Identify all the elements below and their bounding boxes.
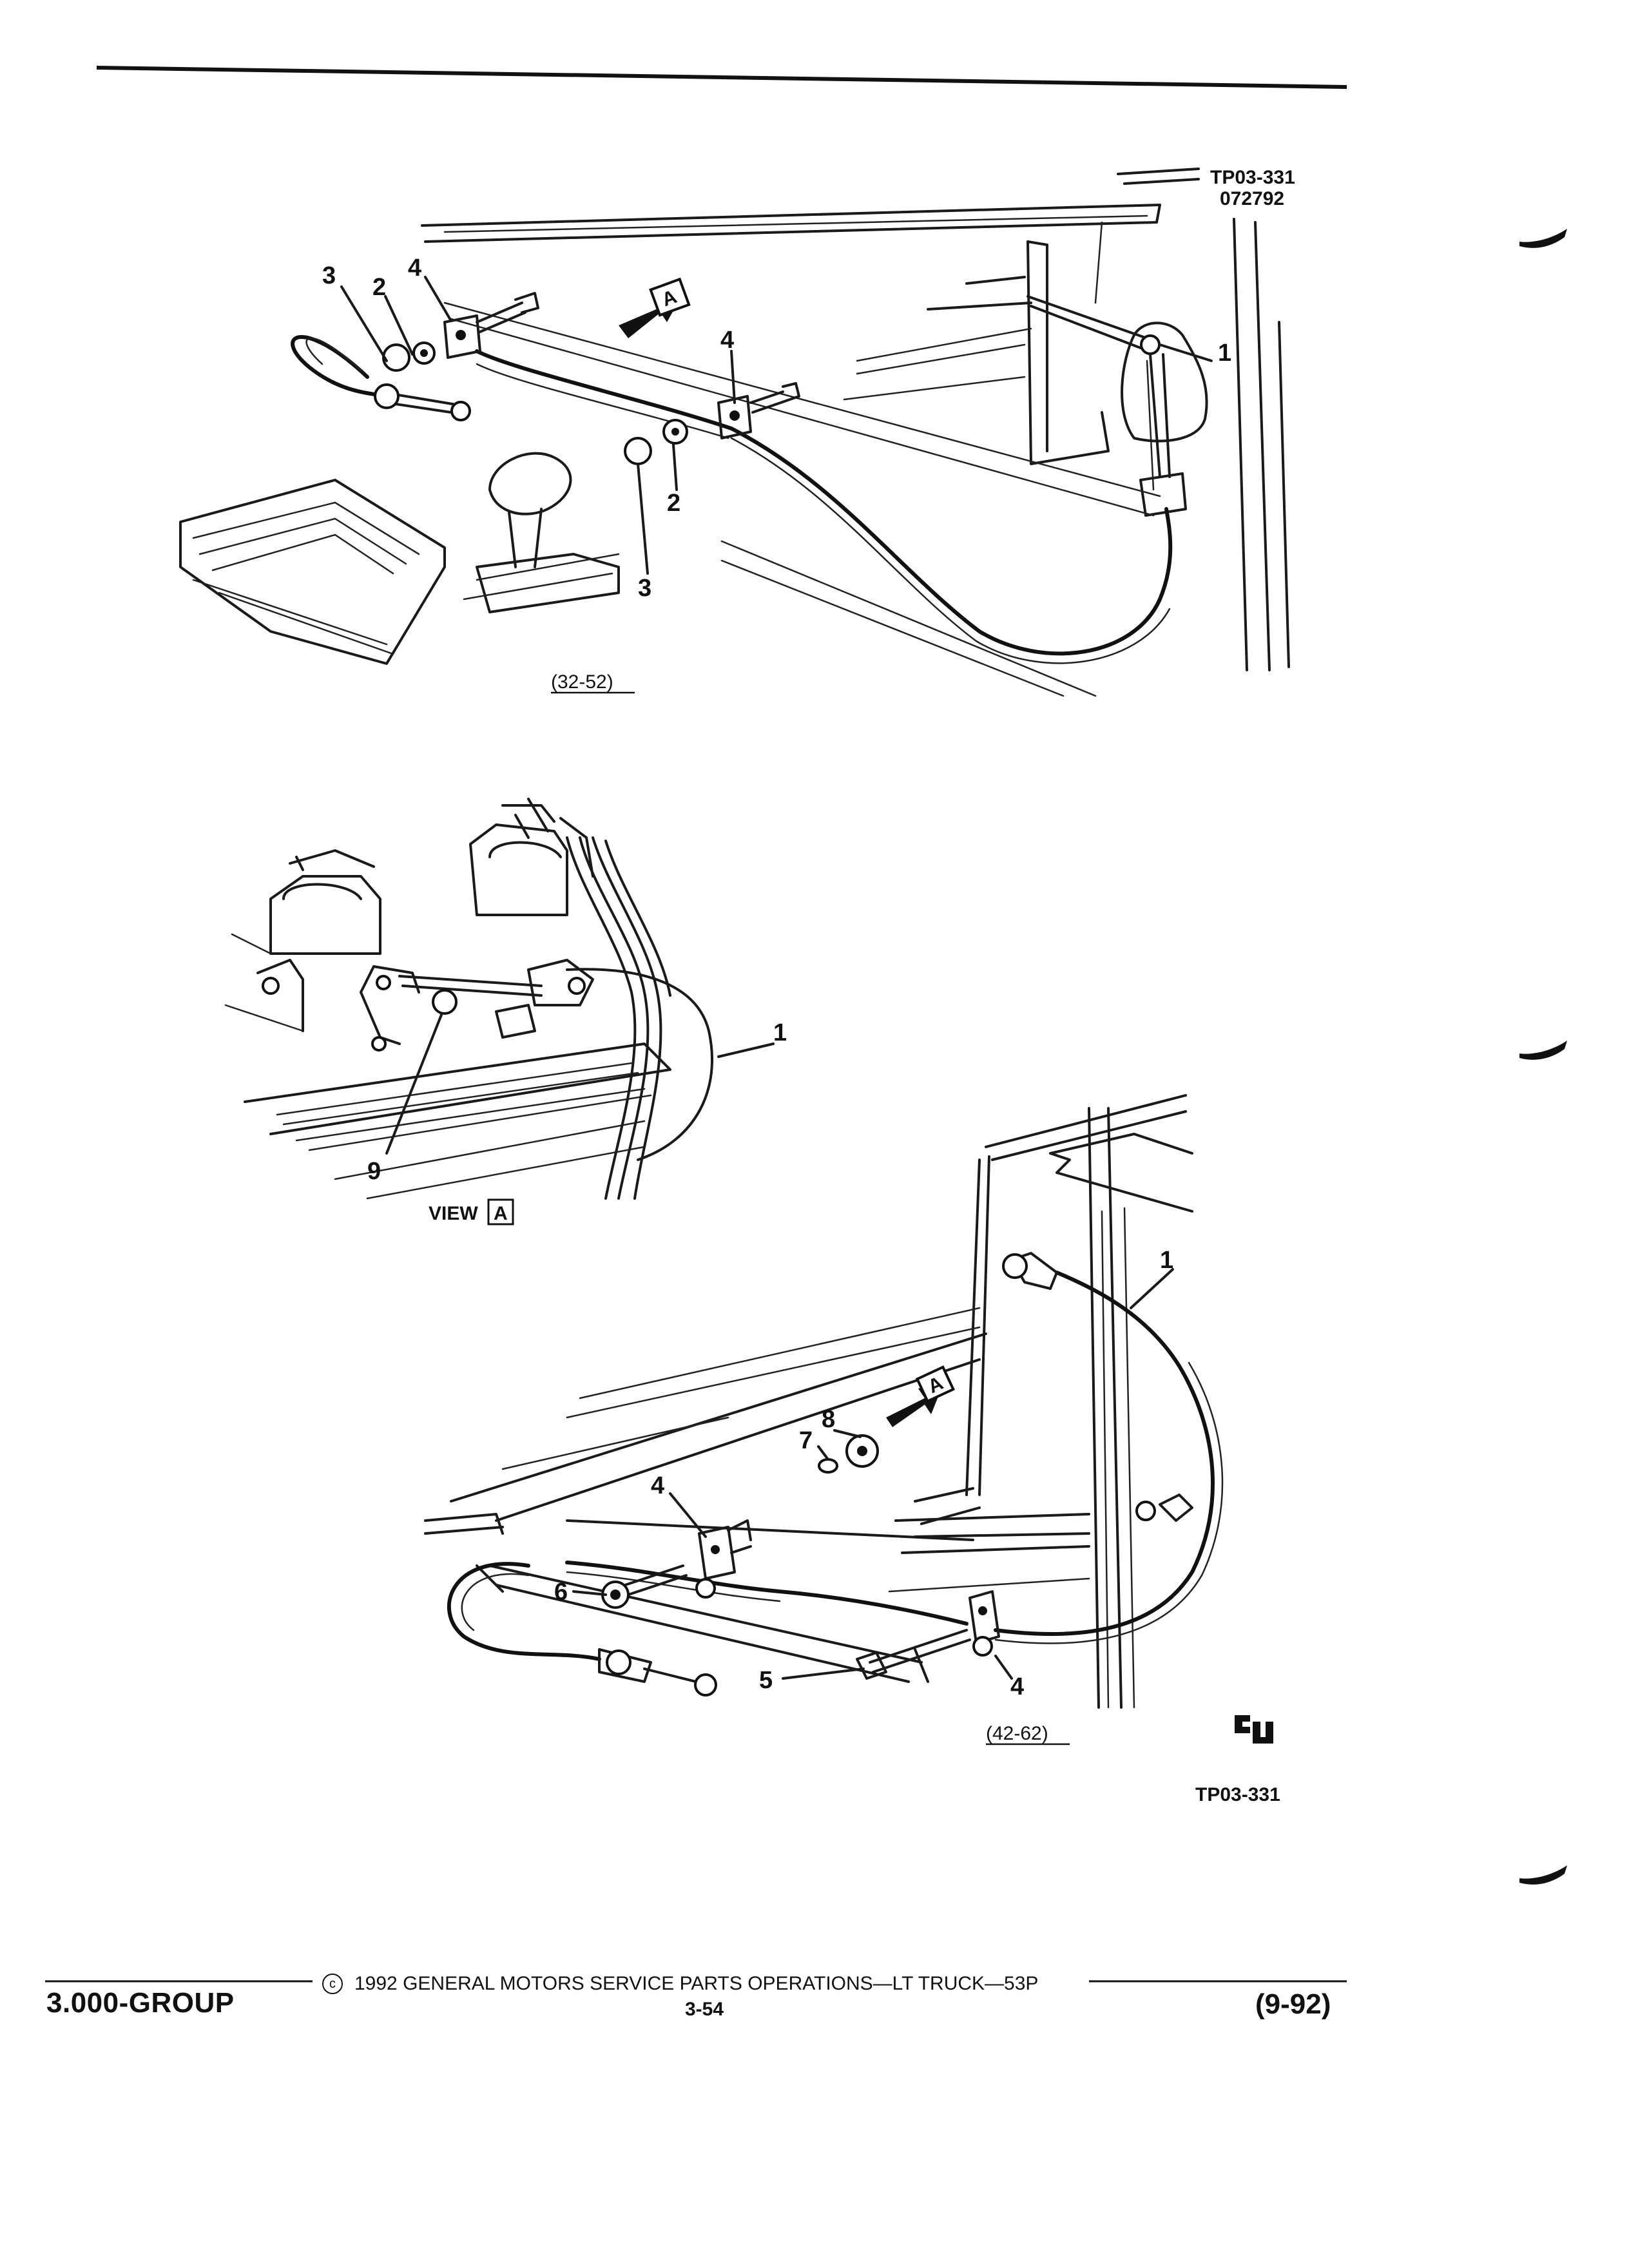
callout-1: 1 <box>1160 1247 1173 1274</box>
figure-id-bottom: TP03-331 <box>1195 1784 1280 1805</box>
page-number: 3-54 <box>685 1999 724 2020</box>
callout-7: 7 <box>799 1427 813 1454</box>
callout-4: 4 <box>408 255 421 282</box>
copyright-line: c 1992 GENERAL MOTORS SERVICE PARTS OPERA… <box>322 1973 1038 1995</box>
callout-4: 4 <box>720 327 734 354</box>
diagram-top: A 3 2 4 4 1 2 3 (32-52) TP03-331 072792 <box>179 167 1295 697</box>
copyright-text: 1992 GENERAL MOTORS SERVICE PARTS OPERAT… <box>354 1973 1039 1994</box>
margin-mark <box>1519 1865 1567 1885</box>
year-range-caption: (42-62) <box>986 1723 1048 1744</box>
group-label: 3.000-GROUP <box>46 1987 235 2019</box>
callout-6: 6 <box>554 1579 568 1606</box>
callout-2: 2 <box>667 490 680 517</box>
revision-date: (9-92) <box>1255 1988 1331 2020</box>
callout-3: 3 <box>638 575 651 602</box>
callout-1: 1 <box>1218 340 1231 367</box>
copyright-icon: c <box>322 1974 343 1994</box>
callout-2: 2 <box>372 274 386 301</box>
callout-4: 4 <box>651 1472 664 1499</box>
view-letter: A <box>494 1203 508 1224</box>
callout-1: 1 <box>773 1019 787 1046</box>
callout-8: 8 <box>822 1406 835 1433</box>
callout-3: 3 <box>322 262 336 289</box>
year-range-caption: (32-52) <box>551 671 613 693</box>
margin-mark <box>1519 229 1567 248</box>
view-label: VIEW <box>429 1203 478 1224</box>
diagram-bottom: A 1 8 7 4 6 5 4 (42-62) TP03-331 <box>424 1094 1280 1805</box>
diagram-view-a: 9 1 VIEW A <box>224 798 787 1225</box>
figure-id: TP03-331 <box>1210 167 1295 188</box>
callout-4: 4 <box>1010 1673 1024 1700</box>
callout-5: 5 <box>759 1667 773 1694</box>
margin-mark <box>1519 1041 1567 1060</box>
figure-date-code: 072792 <box>1220 188 1284 209</box>
top-rule <box>96 66 1347 89</box>
callout-9: 9 <box>367 1158 381 1185</box>
